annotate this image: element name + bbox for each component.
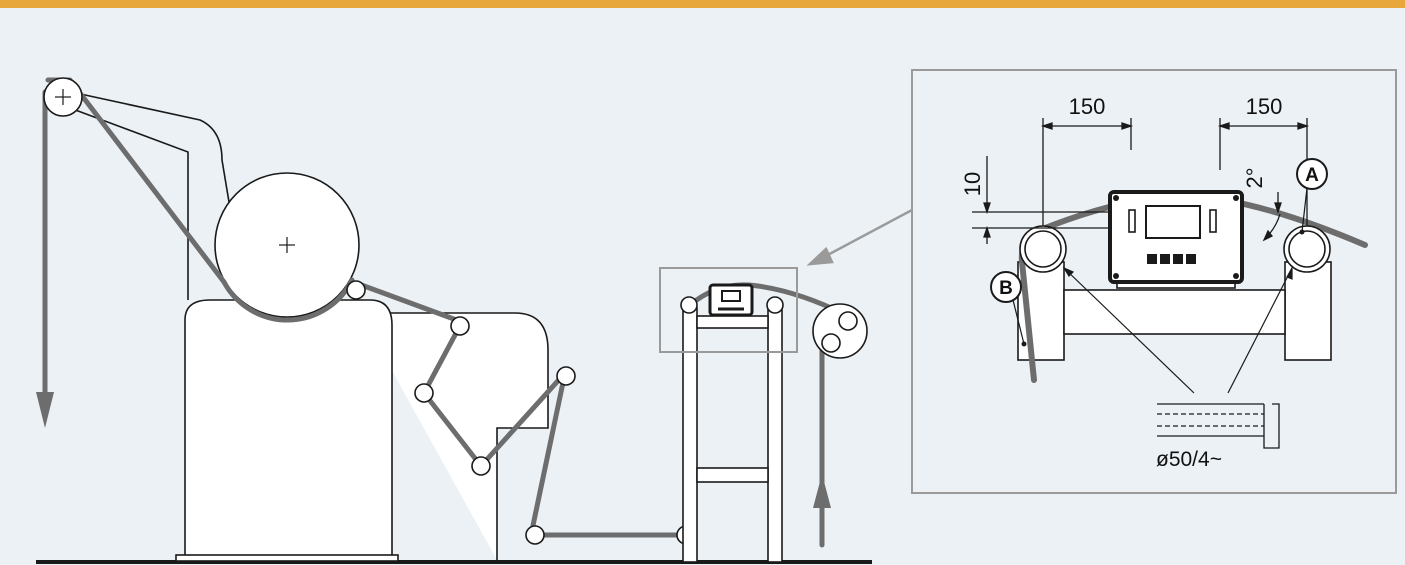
marker-b [990,271,1027,347]
detail-leg-right [1284,261,1332,361]
dimension-label-height: 10 [960,172,985,196]
stand-leg-left [682,307,698,563]
callout-leader [806,208,913,266]
arrow-down-icon [36,392,54,428]
dimension-label-right: 150 [1246,94,1283,119]
stand-leg-right [767,307,783,563]
detail-sensor-device [1108,190,1244,289]
detail-callout-box [659,267,798,353]
guide-roller [450,316,470,336]
stand-roller-right [766,296,784,314]
measuring-stand [680,283,784,563]
machine-body [184,299,393,557]
upper-frame-inner [69,107,189,300]
side-cabinet [360,312,549,560]
roller-leaders [1062,265,1293,394]
guide-roller [471,456,491,476]
detail-stand [1017,261,1332,361]
stand-crossbar-mid [696,467,769,483]
guide-roller [556,366,576,386]
roller-section-symbol [1157,403,1280,449]
guide-roller [346,280,366,300]
machine-base [175,554,399,562]
winder [812,303,868,359]
crosshair-icon [55,89,71,105]
guide-roller [525,525,545,545]
detail-rollers [1019,225,1331,273]
device-display [1145,205,1201,239]
angle-label: 2° [1242,167,1267,188]
marker-b-label: B [999,278,1013,299]
accent-bar [0,0,1405,8]
winder-roller-top [838,311,858,331]
winder-roller-bottom [821,333,841,353]
stand-roller-left [680,296,698,314]
dimension-label-left: 150 [1069,94,1106,119]
arrow-up-icon [813,474,831,508]
marker-a-label: A [1305,165,1319,186]
detail-roller-right-inner [1288,230,1326,268]
crosshair-icon [279,237,295,253]
marker-a [1296,158,1328,235]
detail-roller-left-inner [1024,230,1062,268]
roller-spec-label: ø50/4~ [1156,448,1222,471]
main-machine [61,89,549,562]
stand-crossbar-top [696,315,769,329]
device-buttons [1147,254,1196,264]
winder-disc [812,303,868,359]
upper-frame-arm [61,89,233,221]
detail-crossbar [1063,289,1286,335]
guide-roller [414,383,434,403]
